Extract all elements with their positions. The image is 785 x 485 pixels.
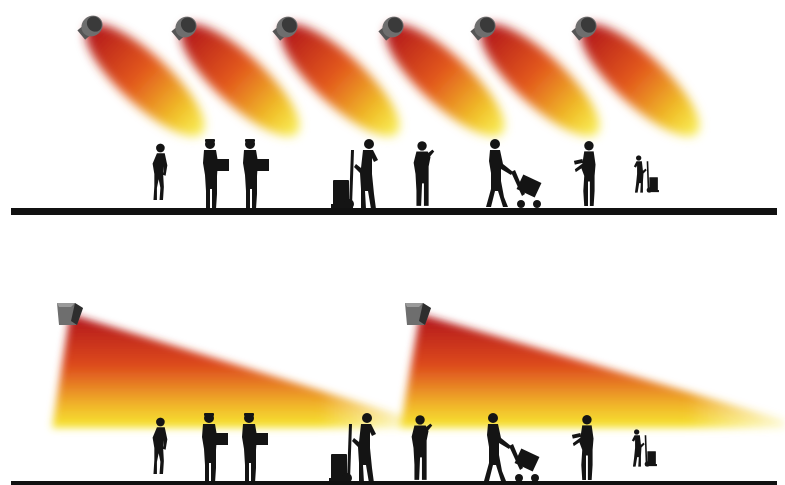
person-pushing-dolly-silhouette [486, 139, 541, 208]
top-panel [11, 9, 777, 215]
person-carrying-box-silhouette [203, 139, 229, 209]
top-floor-line [11, 208, 777, 215]
bottom-heat-beams [52, 314, 785, 428]
person-with-handtruck-silhouette [331, 139, 378, 209]
bottom-floor-line [11, 481, 777, 485]
walking-person-silhouette [153, 144, 168, 200]
top-workers [153, 139, 659, 209]
person-carrying-box-silhouette [243, 139, 269, 209]
bottom-heaters [57, 303, 431, 325]
person-with-handtruck-silhouette [632, 429, 657, 466]
person-on-phone-silhouette [414, 141, 435, 206]
heat-beam [400, 314, 785, 428]
heat-beam [52, 314, 410, 428]
person-with-clipboard-silhouette [574, 141, 596, 206]
person-with-handtruck-silhouette [634, 155, 659, 192]
bottom-panel [11, 303, 785, 485]
